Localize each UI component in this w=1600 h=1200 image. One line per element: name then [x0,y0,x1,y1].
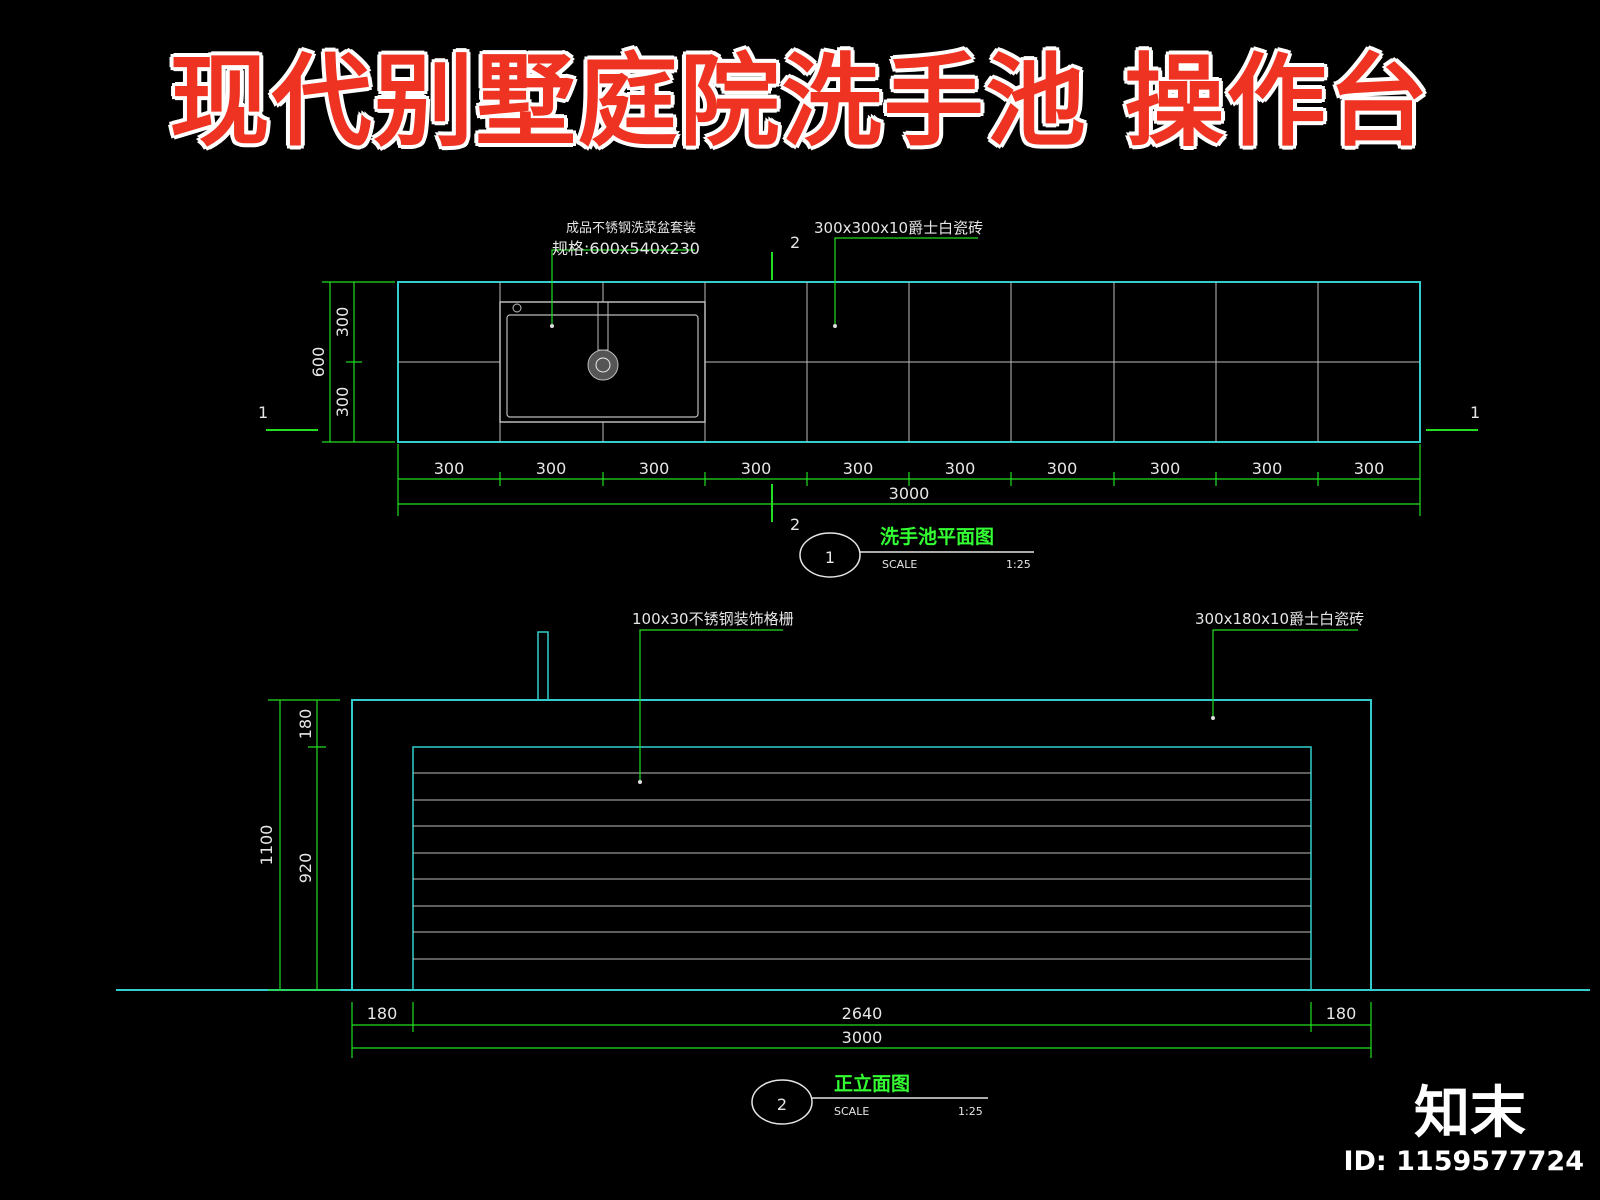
plan-dim-segment: 300 [945,459,976,478]
plan-dim-segment: 300 [1150,459,1181,478]
elevation-tile-label: 300x180x10爵士白瓷砖 [1195,610,1364,628]
plan-dim-300-bottom: 300 [333,387,352,418]
grille-panel [412,746,1312,991]
elevation-scale-value: 1:25 [958,1105,983,1118]
drawing-number-circle [799,532,861,578]
plan-dim-segment: 300 [639,459,670,478]
elevation-drawing-number: 2 [777,1095,787,1114]
elevation-drawing-title: 正立面图 [834,1072,910,1095]
plan-drawing-title: 洗手池平面图 [880,525,994,548]
section-marker-top: 2 [790,233,800,252]
elevation-dim-180-left: 180 [367,1004,398,1023]
section-marker-left: 1 [258,403,268,422]
plan-scale-value: 1:25 [1006,558,1031,571]
section-marker-right: 1 [1470,403,1480,422]
plan-dim-segment: 300 [1047,459,1078,478]
plan-drawing-number: 1 [825,548,835,567]
grille-slats [413,772,1311,960]
plan-horizontal-dims [397,444,1421,516]
brand-logo: 知末 [1414,1081,1526,1146]
elevation-dim-920: 920 [296,853,315,884]
plan-dim-segment: 300 [1252,459,1283,478]
plan-dim-segment: 300 [434,459,465,478]
image-id: ID: 1159577724 [1343,1146,1584,1177]
elevation-dim-2640: 2640 [842,1004,883,1023]
plan-vertical-dims [322,281,395,443]
elevation-view: 100x30不锈钢装饰格栅 300x180x10爵士白瓷砖 1100 180 9… [116,610,1590,1125]
drain-icon [587,349,619,381]
plan-tile-label: 300x300x10爵士白瓷砖 [814,219,983,237]
plan-scale-label: SCALE [882,558,917,571]
elevation-dim-1100: 1100 [257,825,276,866]
elevation-dim-total: 3000 [842,1028,883,1047]
elevation-vertical-dims [268,699,340,991]
plan-dim-600: 600 [309,347,328,378]
plan-dim-total: 3000 [889,484,930,503]
plan-dim-segment: 300 [741,459,772,478]
section-marker-bottom: 2 [790,515,800,534]
plan-dim-segment: 300 [536,459,567,478]
plan-view: 2 成品不锈钢洗菜盆套装 规格:600x540x230 300x300x10爵士… [258,219,1480,578]
elevation-horizontal-dims [351,1002,1372,1058]
page-title: 现代别墅庭院洗手池 操作台 [169,43,1431,160]
sink-basin [499,301,706,423]
plan-dim-300-top: 300 [333,307,352,338]
elevation-outline [351,699,1372,991]
drawing-number-circle [751,1079,813,1125]
elevation-dim-180-vertical: 180 [296,709,315,740]
plan-dim-segment: 300 [1354,459,1385,478]
sink-spec: 规格:600x540x230 [552,239,700,258]
faucet-icon [537,631,549,701]
elevation-scale-label: SCALE [834,1105,869,1118]
elevation-dim-180-right: 180 [1326,1004,1357,1023]
sink-label: 成品不锈钢洗菜盆套装 [566,220,696,236]
plan-dim-segment: 300 [843,459,874,478]
grille-label: 100x30不锈钢装饰格栅 [632,610,794,628]
